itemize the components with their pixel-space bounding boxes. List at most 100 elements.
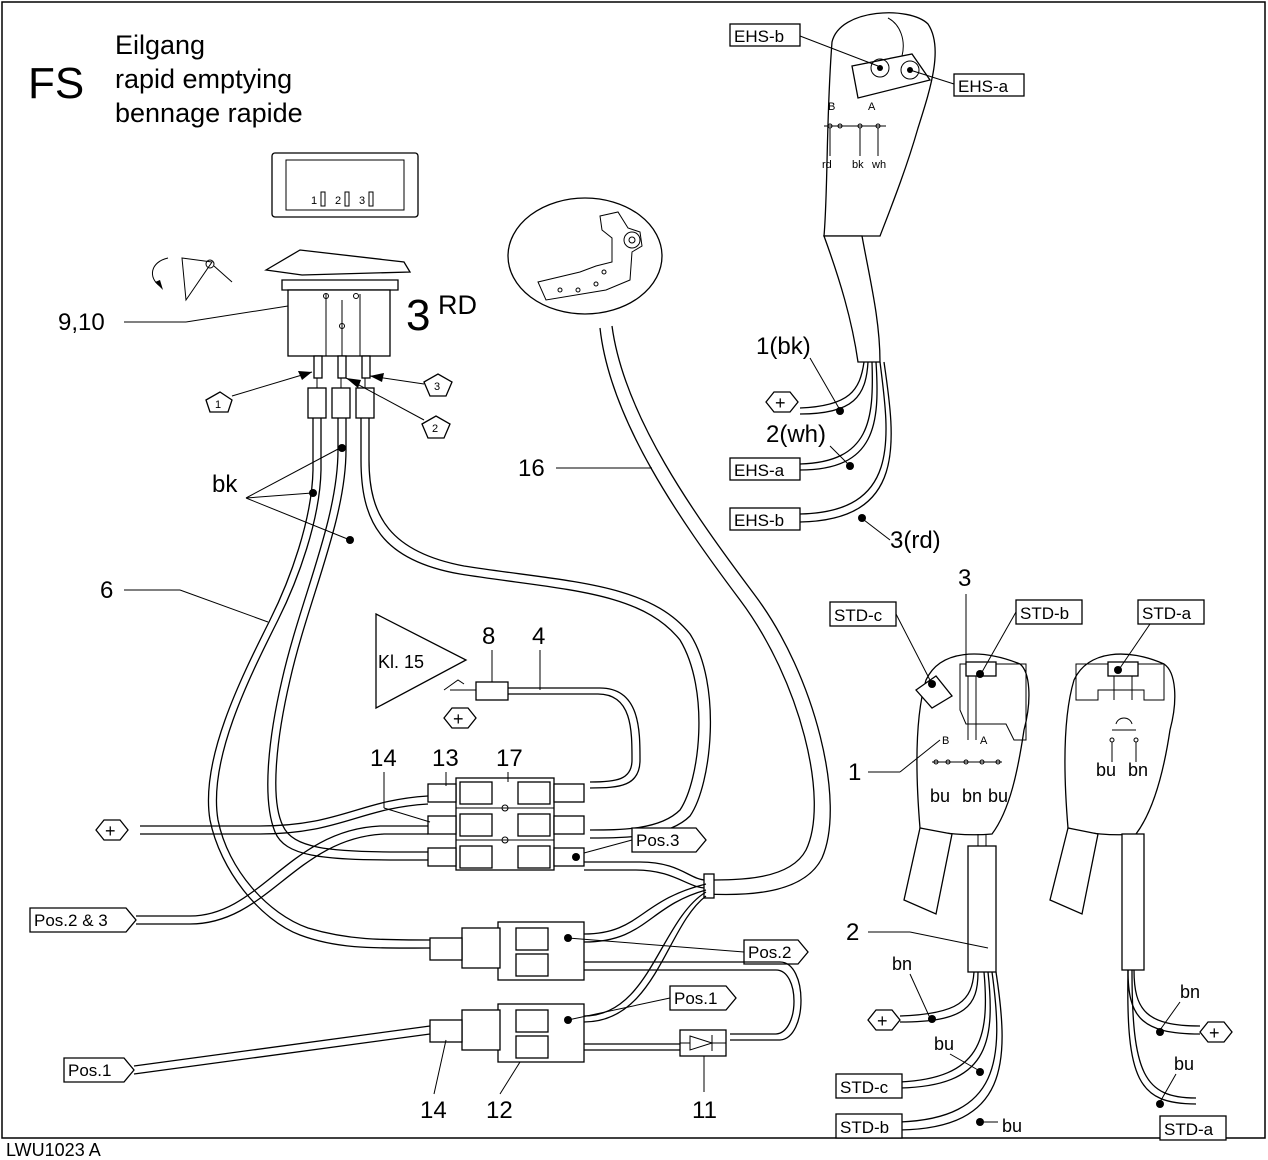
switch-face: 1 2 3: [271, 152, 419, 218]
tag-std-b-top: STD-b: [981, 599, 1083, 673]
std-right-color-bn: bn: [1128, 760, 1148, 780]
plus-terminal-kl15: +: [443, 707, 477, 729]
connector-block-17: [427, 777, 585, 871]
tag-pos2: Pos.2: [743, 939, 809, 965]
svg-text:+: +: [453, 709, 464, 729]
std-handle-right: bu bn: [1049, 653, 1176, 971]
std-right-color-bu: bu: [1096, 760, 1116, 780]
svg-text:STD-c: STD-c: [834, 606, 883, 625]
rocker-switch: [264, 249, 412, 419]
svg-text:STD-b: STD-b: [1020, 604, 1069, 623]
std-right-wire-bn: bn: [1180, 982, 1200, 1002]
std-left-color-bu2: bu: [988, 786, 1008, 806]
ehs-joystick-handle: B A rd bk wh: [822, 12, 936, 363]
part-1: 1: [848, 759, 861, 786]
color-bk-label: bk: [212, 471, 238, 498]
tag-std-a: STD-a: [1159, 1115, 1227, 1141]
svg-text:A: A: [980, 735, 988, 747]
std-right-wire-bu: bu: [1174, 1054, 1194, 1074]
title-line-3: bennage rapide: [115, 98, 303, 128]
svg-text:+: +: [775, 393, 786, 413]
std-left-color-bn: bn: [962, 786, 982, 806]
pin-callout-1: 1: [205, 371, 313, 413]
std-left-wire-bn: bn: [892, 954, 912, 974]
part-17: 17: [496, 745, 523, 772]
connector-block-pos2: [429, 921, 585, 981]
wire-1-bk: 1(bk): [756, 333, 811, 360]
part-12: 12: [486, 1097, 513, 1124]
tag-ehs-b-top: EHS-b: [729, 23, 879, 67]
svg-text:STD-c: STD-c: [840, 1078, 889, 1097]
part-14-bottom: 14: [420, 1097, 447, 1124]
ehs-color-rd: rd: [822, 159, 832, 171]
switch-face-pos-2: 2: [335, 195, 341, 207]
part-8: 8: [482, 623, 495, 650]
drawing-frame: [1, 1, 1266, 1139]
tag-std-c: STD-c: [835, 1073, 903, 1099]
tag-ehs-a-top: EHS-a: [909, 69, 1025, 97]
rotate-arrow-icon: [152, 257, 233, 302]
switch-face-pos-1: 1: [311, 195, 317, 207]
std-left-wire-bu1: bu: [934, 1034, 954, 1054]
tag-pos1-right: Pos.1: [669, 985, 737, 1011]
tag-std-b: STD-b: [835, 1113, 903, 1139]
part-16: 16: [518, 455, 545, 482]
svg-text:B: B: [942, 735, 949, 747]
wire-2-wh: 2(wh): [766, 421, 826, 448]
tag-std-c-top: STD-c: [829, 601, 933, 685]
diode-11: [679, 1029, 727, 1057]
svg-text:STD-a: STD-a: [1142, 604, 1192, 623]
drawing-id: LWU1023 A: [6, 1140, 101, 1160]
std-left-wire-bu2: bu: [1002, 1116, 1022, 1136]
ehs-color-bk: bk: [852, 159, 864, 171]
std-left-color-bu1: bu: [930, 786, 950, 806]
part-6: 6: [100, 577, 113, 604]
switch-harness: [207, 418, 712, 949]
svg-text:EHS-a: EHS-a: [958, 77, 1009, 96]
ehs-color-wh: wh: [871, 159, 886, 171]
switch-face-pos-3: 3: [359, 195, 365, 207]
svg-text:2: 2: [432, 423, 438, 435]
std-handle-left: B A bu bn bu: [903, 653, 1030, 973]
part-4: 4: [532, 623, 545, 650]
plus-terminal-std-right: +: [1199, 1021, 1233, 1043]
svg-text:Pos.1: Pos.1: [68, 1061, 111, 1080]
svg-text:STD-a: STD-a: [1164, 1120, 1214, 1139]
plus-terminal-left: +: [95, 819, 129, 841]
svg-text:Pos.1: Pos.1: [674, 989, 717, 1008]
tag-std-a-top: STD-a: [1119, 599, 1205, 669]
svg-text:STD-b: STD-b: [840, 1118, 889, 1137]
switch-label: 3: [406, 291, 430, 340]
title-line-1: Eilgang: [115, 30, 205, 60]
svg-text:A: A: [868, 101, 876, 113]
svg-text:+: +: [877, 1011, 888, 1031]
kl15-label: Kl. 15: [378, 652, 424, 672]
svg-text:3: 3: [434, 381, 440, 393]
plus-terminal-std-left: +: [867, 1009, 901, 1031]
tag-pos2-3: Pos.2 & 3: [29, 907, 137, 933]
tag-pos3: Pos.3: [631, 827, 707, 853]
pin-callout-3: 3: [369, 373, 453, 397]
svg-text:Pos.3: Pos.3: [636, 831, 679, 850]
wire-3-rd: 3(rd): [890, 527, 941, 554]
tag-ehs-b: EHS-b: [729, 507, 801, 531]
title-line-2: rapid emptying: [115, 64, 292, 94]
connector-block-12: [429, 1003, 585, 1063]
svg-text:EHS-b: EHS-b: [734, 511, 784, 530]
svg-text:Pos.2 & 3: Pos.2 & 3: [34, 911, 108, 930]
part-11: 11: [692, 1097, 717, 1124]
pin-callout-2: 2: [345, 377, 451, 439]
part-3: 3: [958, 565, 971, 592]
svg-text:+: +: [105, 821, 116, 841]
svg-text:B: B: [828, 101, 835, 113]
plus-terminal-ehs: +: [765, 391, 799, 413]
tag-pos1-left: Pos.1: [63, 1057, 135, 1083]
part-2: 2: [846, 919, 859, 946]
svg-text:+: +: [1209, 1023, 1220, 1043]
title-code: FS: [28, 59, 84, 108]
part-13: 13: [432, 745, 459, 772]
svg-text:1: 1: [215, 399, 221, 411]
switch-label-sup: RD: [438, 290, 477, 320]
detail-bubble: [507, 197, 663, 315]
